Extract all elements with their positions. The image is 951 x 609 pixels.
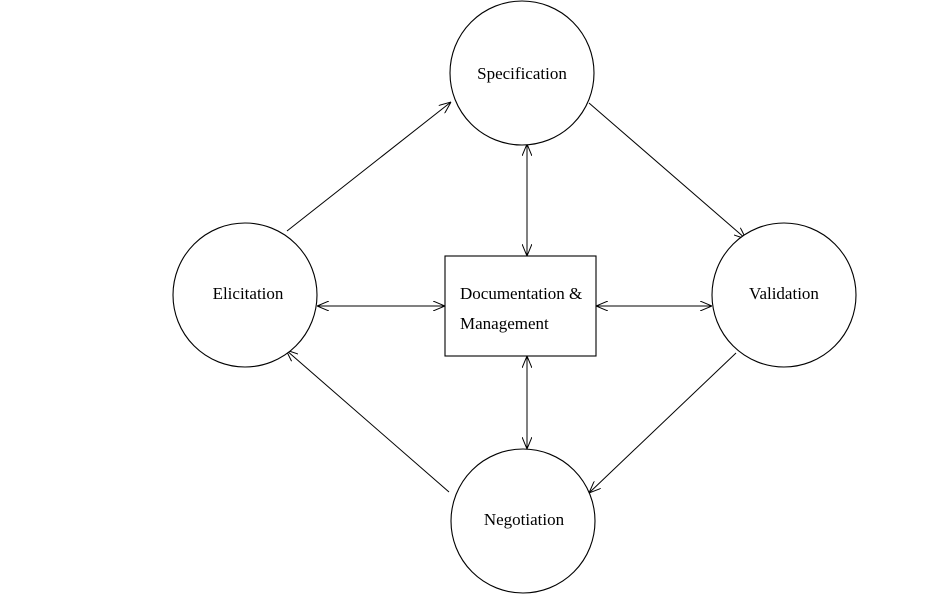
node-negotiation: Negotiation xyxy=(450,448,596,594)
specification-circle xyxy=(449,0,595,146)
node-validation: Validation xyxy=(711,222,857,368)
edge-specification-to-validation xyxy=(588,102,746,239)
validation-label: Validation xyxy=(749,284,819,303)
specification-label: Specification xyxy=(477,64,567,83)
documentation-label-line1: Documentation & xyxy=(460,284,582,303)
node-documentation-management: Documentation & Management xyxy=(444,255,597,357)
edges xyxy=(286,102,746,493)
validation-circle xyxy=(711,222,857,368)
documentation-label-line2: Management xyxy=(460,314,549,333)
node-specification: Specification xyxy=(449,0,595,146)
edge-negotiation-to-elicitation xyxy=(286,350,450,493)
negotiation-label: Negotiation xyxy=(484,510,565,529)
elicitation-label: Elicitation xyxy=(213,284,284,303)
edge-elicitation-to-specification xyxy=(286,102,451,232)
elicitation-circle xyxy=(172,222,318,368)
edge-validation-to-negotiation xyxy=(589,352,737,493)
documentation-box xyxy=(444,255,597,357)
node-elicitation: Elicitation xyxy=(172,222,318,368)
negotiation-circle xyxy=(450,448,596,594)
